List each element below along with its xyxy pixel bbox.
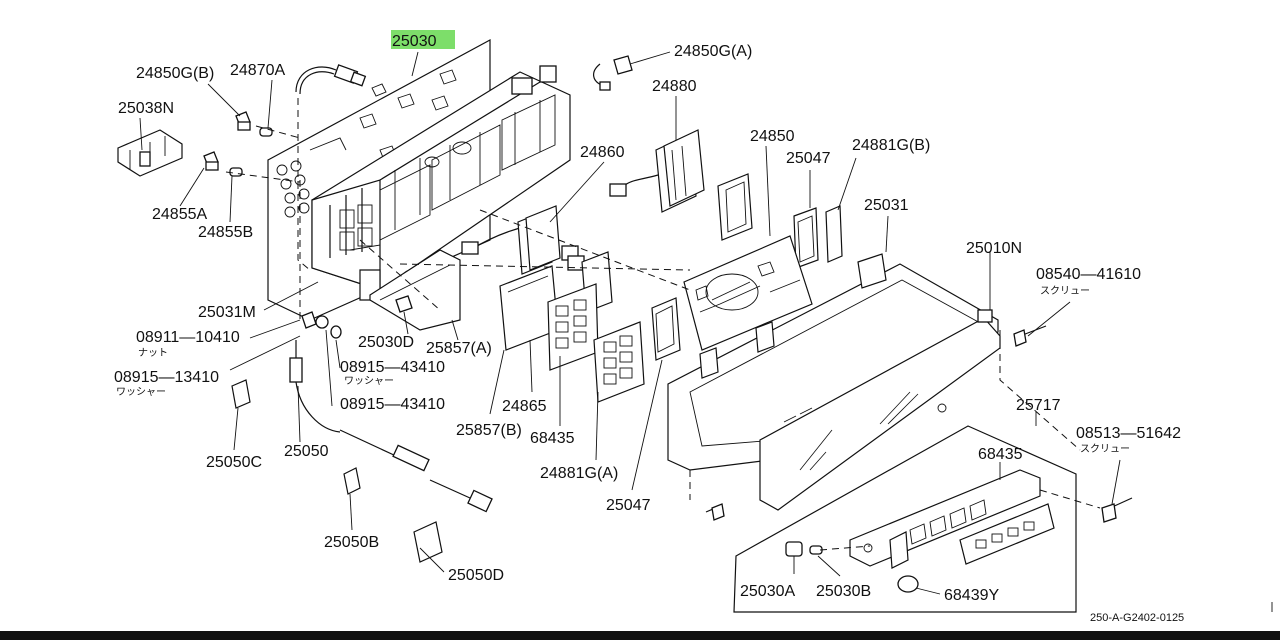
- label-24855B: 24855B: [198, 224, 253, 241]
- label-24865: 24865: [502, 398, 547, 415]
- meter-housing: [311, 65, 571, 331]
- label-25030A: 25030A: [740, 583, 795, 600]
- label-08513: 08513—51642: [1076, 425, 1181, 442]
- label-25047-bottom: 25047: [606, 497, 651, 514]
- dashed-guides: [225, 98, 1101, 551]
- label-08911: 08911—10410: [136, 329, 240, 346]
- grid-68435-left: [593, 321, 645, 403]
- label-25030B: 25030B: [816, 583, 871, 600]
- washer-08915-mid: [330, 325, 342, 339]
- sensor-cable: [295, 64, 367, 95]
- connector-24860: [461, 205, 561, 275]
- clip-25050B: [343, 467, 361, 495]
- screw-bottom: [705, 503, 725, 521]
- label-25031M: 25031M: [198, 304, 256, 321]
- label-25857A: 25857(A): [426, 340, 492, 357]
- label-68435-left: 68435: [530, 430, 575, 447]
- label-washer-1: ワッシャー: [344, 376, 394, 387]
- cover-24850: [717, 173, 753, 241]
- label-24881GA: 24881G(A): [540, 465, 618, 482]
- label-08540: 08540—41610: [1036, 266, 1141, 283]
- label-24881GB: 24881G(B): [852, 137, 930, 154]
- lens-25047-bottom: [651, 297, 681, 361]
- label-nut: ナット: [138, 347, 168, 359]
- label-24860: 24860: [580, 144, 625, 161]
- label-08915-13410: 08915—13410: [114, 369, 219, 386]
- label-25010N: 25010N: [966, 240, 1022, 257]
- label-24855A: 24855A: [152, 206, 207, 223]
- label-25030D: 25030D: [358, 334, 414, 351]
- screw-08540: [1013, 325, 1047, 347]
- part-labels: 25030 24850G(B) 24870A 25038N 24855A 248…: [114, 33, 1184, 624]
- label-68439Y: 68439Y: [944, 587, 999, 604]
- label-08915-43410-b: 08915—43410: [340, 396, 445, 413]
- switch-assembly-25717: [733, 425, 1077, 613]
- label-25038N: 25038N: [118, 100, 174, 117]
- speedometer-cable-25050: [289, 340, 493, 513]
- label-24850GB: 24850G(B): [136, 65, 214, 82]
- label-screw-1: スクリュー: [1040, 285, 1090, 297]
- leader-lines: [139, 51, 1121, 595]
- label-68435-right: 68435: [978, 446, 1023, 463]
- label-25050: 25050: [284, 443, 329, 460]
- grid-24865: [547, 283, 599, 371]
- reference-code: 250-A-G2402-0125: [1090, 612, 1184, 624]
- label-25857B: 25857(B): [456, 422, 522, 439]
- label-25050D: 25050D: [448, 567, 504, 584]
- label-25030: 25030: [392, 33, 437, 50]
- socket-24855A: [203, 151, 219, 171]
- label-24850GA: 24850G(A): [674, 43, 752, 60]
- label-24880: 24880: [652, 78, 697, 95]
- label-washer-2: ワッシャー: [116, 387, 166, 398]
- socket-24850GA: [593, 55, 633, 91]
- label-25717: 25717: [1016, 397, 1061, 414]
- label-25050C: 25050C: [206, 454, 262, 471]
- plate-24881GB: [825, 205, 843, 263]
- clip-25050C: [231, 379, 251, 409]
- clamp-25050D: [413, 521, 443, 563]
- label-08915-43410-a: 08915—43410: [340, 359, 445, 376]
- label-25047-top: 25047: [786, 150, 831, 167]
- bracket-25038N: [117, 129, 183, 177]
- bottom-border: [0, 631, 1280, 640]
- part-highlight: [391, 30, 455, 49]
- label-24850: 24850: [750, 128, 795, 145]
- bulb-24870A: [259, 127, 273, 137]
- bulb-24855B: [229, 167, 243, 177]
- washer-08915-top: [315, 315, 329, 329]
- module-24880: [609, 129, 705, 213]
- screw-25030D: [395, 295, 413, 313]
- dial-plate: [683, 235, 813, 351]
- label-25050B: 25050B: [324, 534, 379, 551]
- screw-08513: [1101, 497, 1133, 523]
- label-24870A: 24870A: [230, 62, 285, 79]
- label-25031: 25031: [864, 197, 909, 214]
- lens-25047-top: [793, 207, 819, 269]
- label-screw-2: スクリュー: [1080, 443, 1130, 455]
